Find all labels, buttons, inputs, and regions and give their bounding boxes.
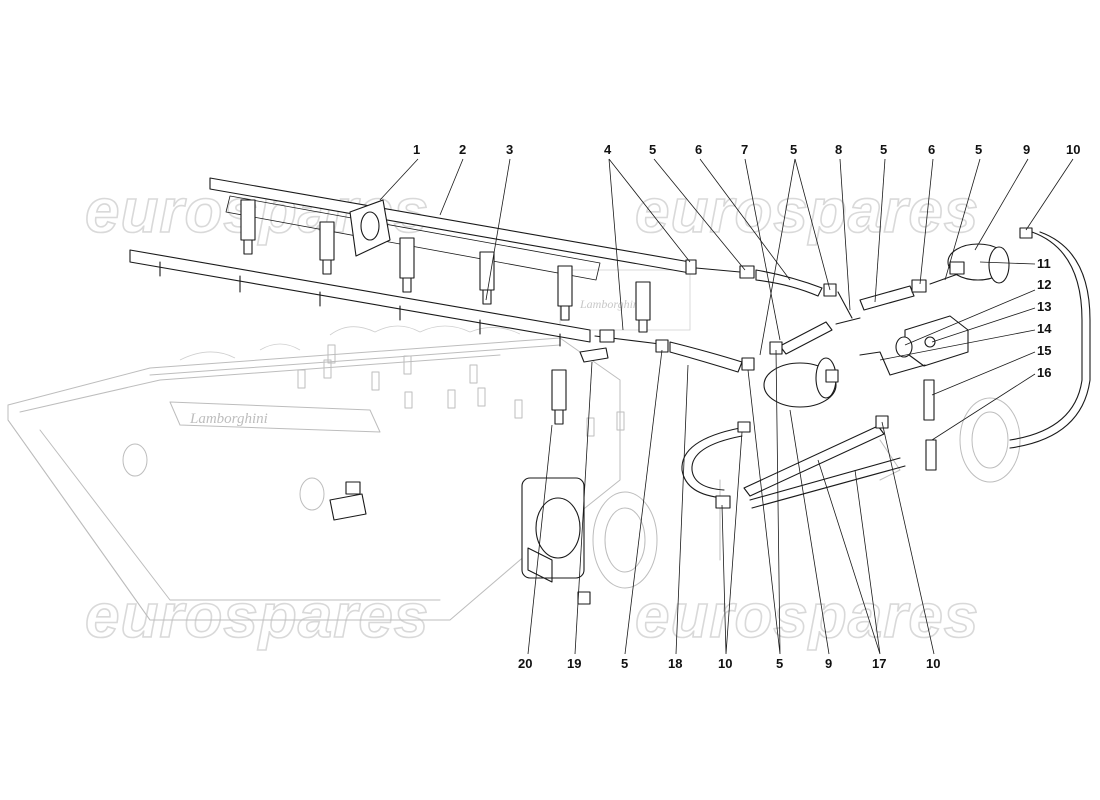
callout-4: 4: [604, 142, 612, 157]
pressure-regulator-upper: [947, 243, 1010, 284]
callout-5e: 5: [621, 656, 628, 671]
callouts-bottom: 20 19 5 18 10 5 9 17 10: [518, 656, 940, 671]
callout-6b: 6: [928, 142, 935, 157]
svg-text:Lamborghini: Lamborghini: [579, 297, 642, 311]
callout-13: 13: [1037, 299, 1051, 314]
watermark-top-right: eurospares: [635, 177, 979, 246]
callout-18: 18: [668, 656, 682, 671]
callout-1: 1: [413, 142, 420, 157]
svg-text:Lamborghini: Lamborghini: [189, 411, 268, 427]
mounting-bracket: [859, 315, 969, 376]
callout-10b: 10: [718, 656, 732, 671]
fuel-injectors: [240, 199, 651, 425]
watermark-bottom-right: eurospares: [635, 582, 979, 651]
rail-bracket: [349, 199, 391, 257]
fuel-rail-upper: [209, 177, 697, 281]
callout-10c: 10: [926, 656, 940, 671]
callout-9b: 9: [825, 656, 832, 671]
callout-9a: 9: [1023, 142, 1030, 157]
callout-17: 17: [872, 656, 886, 671]
callout-5c: 5: [880, 142, 887, 157]
callout-8: 8: [835, 142, 842, 157]
callout-7: 7: [741, 142, 748, 157]
pressure-regulator-lower: [763, 357, 839, 408]
callout-19: 19: [567, 656, 581, 671]
watermarks: eurospares eurospares eurospares eurospa…: [84, 176, 979, 652]
callout-11: 11: [1037, 256, 1051, 271]
callout-3: 3: [506, 142, 513, 157]
callouts-right: 11 12 13 14 15 16: [1037, 256, 1052, 380]
callout-5f: 5: [776, 656, 783, 671]
fuel-rail-lower: [129, 249, 591, 347]
callout-5d: 5: [975, 142, 982, 157]
callout-16: 16: [1037, 365, 1051, 380]
callouts-top: 1 2 3 4 5 6 7 5 8 5 6 5 9 10: [413, 142, 1080, 157]
callout-14: 14: [1037, 321, 1052, 336]
watermark-bottom-left: eurospares: [85, 582, 429, 651]
callout-10a: 10: [1066, 142, 1080, 157]
callout-20: 20: [518, 656, 532, 671]
callout-15: 15: [1037, 343, 1051, 358]
leader-lines: [379, 158, 1074, 655]
fuel-lines: [329, 227, 1091, 605]
callout-2: 2: [459, 142, 466, 157]
throttle-body: [521, 477, 591, 605]
callout-5a: 5: [649, 142, 656, 157]
callout-6a: 6: [695, 142, 702, 157]
callout-12: 12: [1037, 277, 1051, 292]
callout-5b: 5: [790, 142, 797, 157]
